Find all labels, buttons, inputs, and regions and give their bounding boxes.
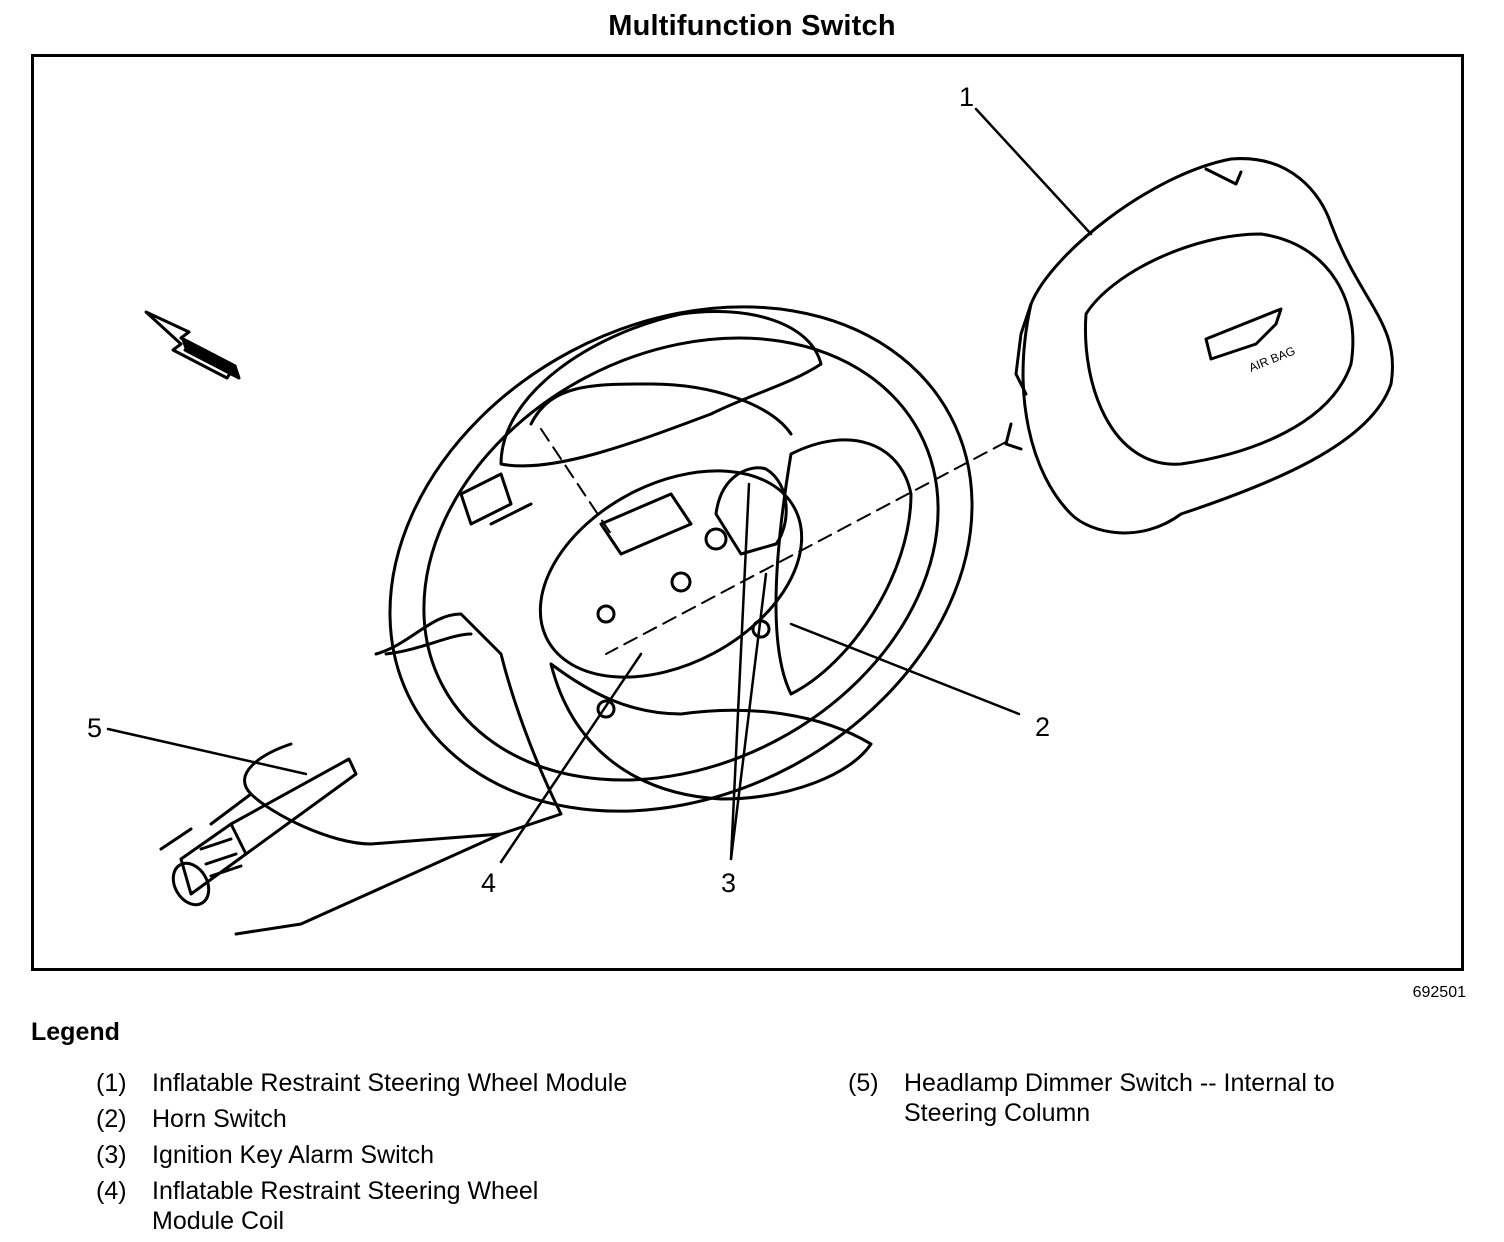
legend-item-text: Ignition Key Alarm Switch [152,1141,435,1169]
assembly-lines [540,428,1007,655]
legend-item-text: Horn Switch [152,1105,287,1133]
steering-wheel-illustration: AIR BAG 1 2 3 4 5 [87,82,1394,936]
steering-wheel [388,305,974,813]
legend-item-number: (5) [848,1069,879,1097]
diagram-title: Multifunction Switch [608,10,896,42]
legend-item-text: Headlamp Dimmer Switch -- Internal to St… [904,1069,1335,1127]
airbag-logo-text: AIR BAG [1247,344,1297,375]
headlamp-dimmer-lever [171,757,358,907]
legend-heading: Legend [31,1018,120,1046]
direction-arrow-icon [144,310,241,380]
figure-number: 692501 [1412,984,1466,1001]
legend-item-number: (2) [96,1105,127,1133]
airbag-module [1004,157,1394,535]
callout-3: 3 [721,868,736,898]
legend-item: (2) Horn Switch [96,1104,716,1134]
callout-1: 1 [959,82,974,112]
legend-item: (4) Inflatable Restraint Steering Wheel … [96,1176,596,1236]
legend-item-number: (1) [96,1069,127,1097]
legend-item-text: Inflatable Restraint Steering Wheel Modu… [152,1069,628,1097]
steering-column [159,612,563,936]
callout-2: 2 [1035,712,1050,742]
legend-item-number: (3) [96,1141,127,1169]
diagram-frame [31,54,1464,971]
legend-item: (3) Ignition Key Alarm Switch [96,1140,716,1170]
callout-4: 4 [481,868,496,898]
legend-column-left: (1) Inflatable Restraint Steering Wheel … [96,1068,716,1242]
callout-5: 5 [87,713,102,743]
legend-item: (5) Headlamp Dimmer Switch -- Internal t… [848,1068,1408,1128]
legend-item-number: (4) [96,1177,127,1205]
legend-item-text: Inflatable Restraint Steering Wheel Modu… [152,1177,539,1235]
legend-item: (1) Inflatable Restraint Steering Wheel … [96,1068,716,1098]
legend-column-right: (5) Headlamp Dimmer Switch -- Internal t… [848,1068,1448,1134]
callout-leaders [106,107,1093,864]
